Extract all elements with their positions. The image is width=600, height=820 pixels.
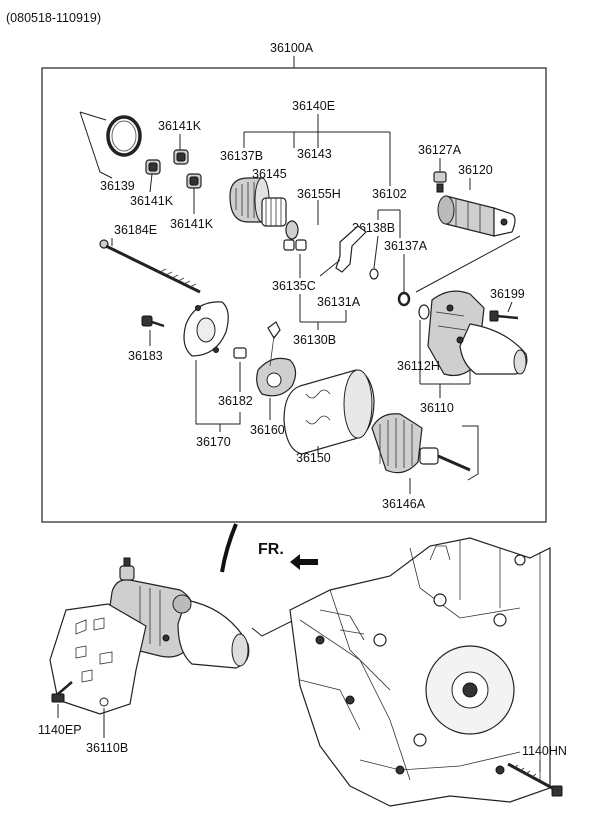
solenoid-36120 [437, 195, 516, 237]
callout-36110: 36110 [420, 401, 454, 415]
bolt-1140HN [507, 762, 563, 797]
callout-36135C: 36135C [272, 279, 316, 293]
callout-36150: 36150 [296, 451, 331, 465]
callout-36102: 36102 [372, 187, 407, 201]
callout-36131A: 36131A [317, 295, 361, 309]
callout-36100A: 36100A [270, 41, 314, 55]
callout-36146A: 36146A [382, 497, 426, 511]
armature-36146A [371, 413, 471, 474]
callout-36110B: 36110B [86, 741, 128, 755]
gear-36141K-middle [145, 159, 161, 175]
bushing-36112H [418, 304, 430, 320]
callout-36183: 36183 [128, 349, 163, 363]
callout-36120: 36120 [458, 163, 493, 177]
lever-36130B [335, 225, 367, 273]
callout-36141K-top: 36141K [158, 119, 202, 133]
washer-36137A [397, 291, 411, 307]
front-housing-36110 [427, 290, 528, 377]
callout-36182: 36182 [218, 394, 253, 408]
callout-36130B: 36130B [293, 333, 336, 347]
callout-36112H: 36112H [397, 359, 440, 373]
callout-36139: 36139 [100, 179, 135, 193]
gear-36141K-bottom [186, 173, 202, 189]
engine-block-transmission [289, 537, 551, 807]
bushing-36182 [233, 347, 247, 359]
screw-36183 [141, 315, 165, 328]
starter-motor-assembly [107, 557, 250, 669]
callout-1140HN: 1140HN [522, 744, 567, 758]
callout-36140E: 36140E [292, 99, 335, 113]
gear-36141K-top [173, 149, 189, 165]
pin-36138B [369, 268, 379, 280]
front-arrow-icon [290, 554, 318, 570]
callout-36199: 36199 [490, 287, 525, 301]
callout-36160: 36160 [250, 423, 285, 437]
callout-36141K-middle: 36141K [130, 194, 174, 208]
callout-36170: 36170 [196, 435, 231, 449]
brush-holder-36160 [256, 321, 297, 397]
callout-36155H: 36155H [297, 187, 341, 201]
yoke-36150 [283, 369, 375, 455]
callout-36137A: 36137A [384, 239, 428, 253]
rear-cover-36170 [183, 301, 229, 357]
pinion-gear-36145 [261, 197, 287, 227]
heat-shield-36110B [49, 603, 147, 715]
stop-collar-36143 [285, 220, 299, 240]
callout-36141K-bottom: 36141K [170, 217, 214, 231]
date-range-label: (080518-110919) [6, 11, 101, 25]
bolt-1140EP [51, 681, 73, 703]
callout-36184E: 36184E [114, 223, 157, 237]
plunger-36135C [283, 239, 307, 251]
exploded-view-frame [41, 67, 547, 523]
callout-1140EP: 1140EP [38, 723, 82, 737]
callout-36137B: 36137B [220, 149, 263, 163]
through-bolt-36184E [99, 239, 201, 294]
front-direction-label: FR. [258, 541, 284, 558]
snap-ring-36139 [106, 115, 142, 157]
callout-36143: 36143 [297, 147, 332, 161]
screw-36199 [489, 310, 519, 322]
callout-36127A: 36127A [418, 143, 462, 157]
nut-36127A [433, 171, 447, 193]
